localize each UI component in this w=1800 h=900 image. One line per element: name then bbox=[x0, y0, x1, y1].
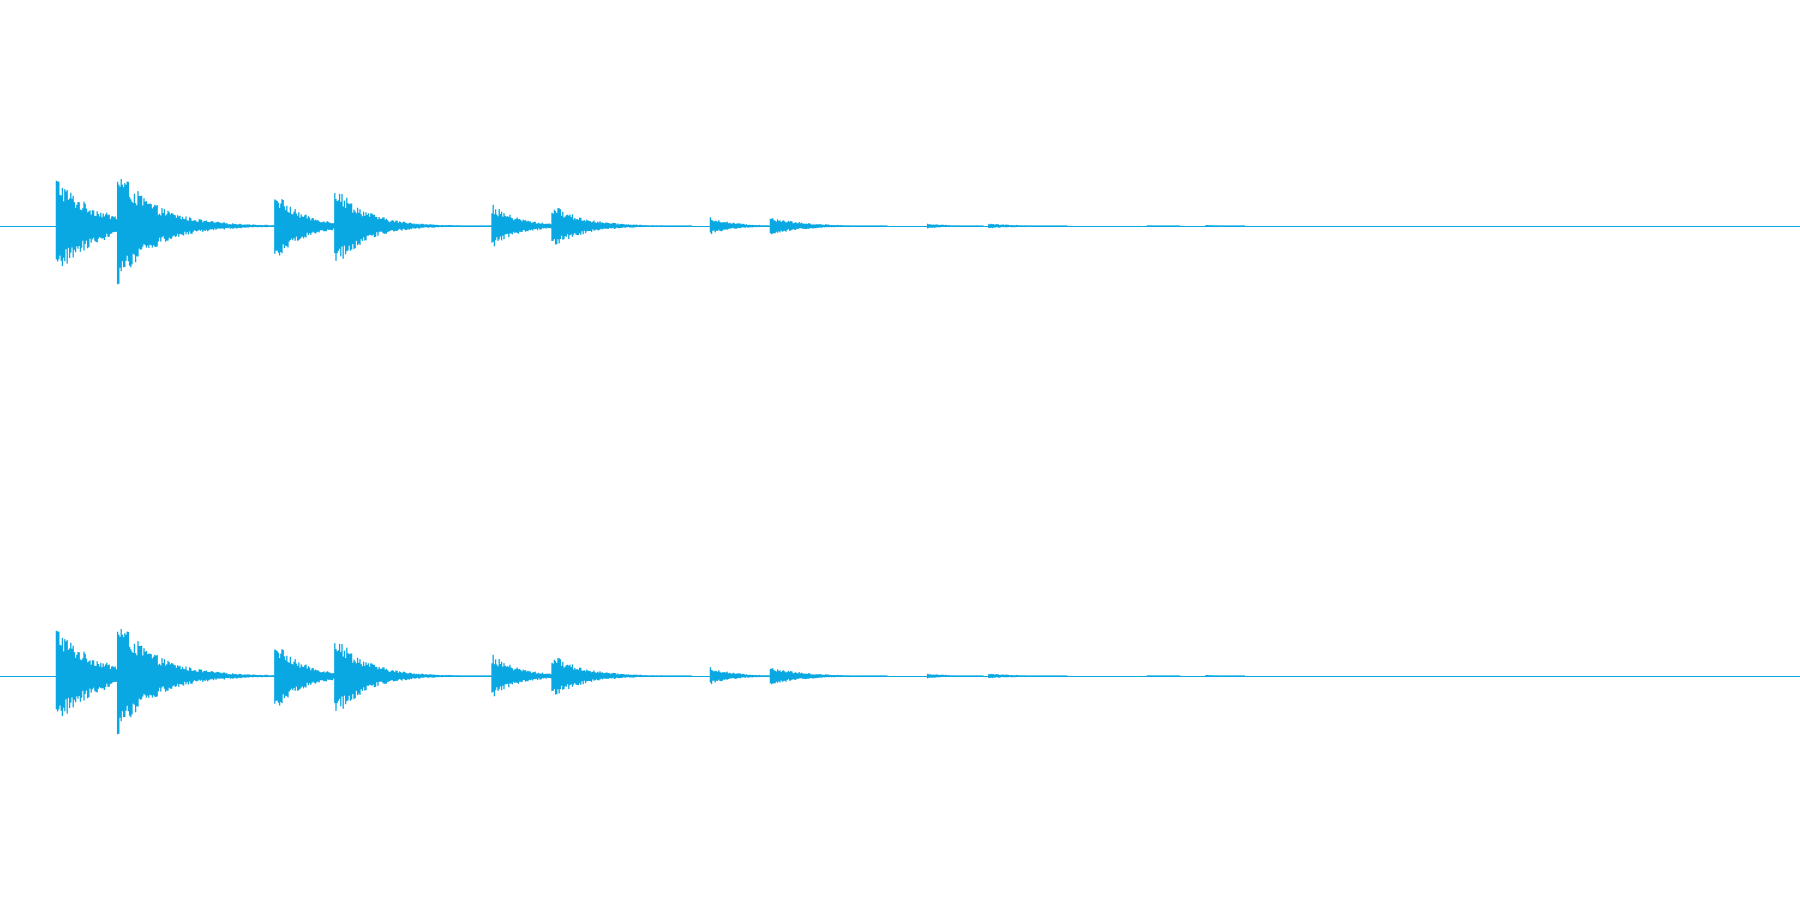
waveform-channel-2 bbox=[0, 629, 1800, 735]
waveform-signal bbox=[55, 179, 1246, 285]
waveform-signal bbox=[55, 629, 1246, 735]
waveform-channel-1 bbox=[0, 179, 1800, 285]
